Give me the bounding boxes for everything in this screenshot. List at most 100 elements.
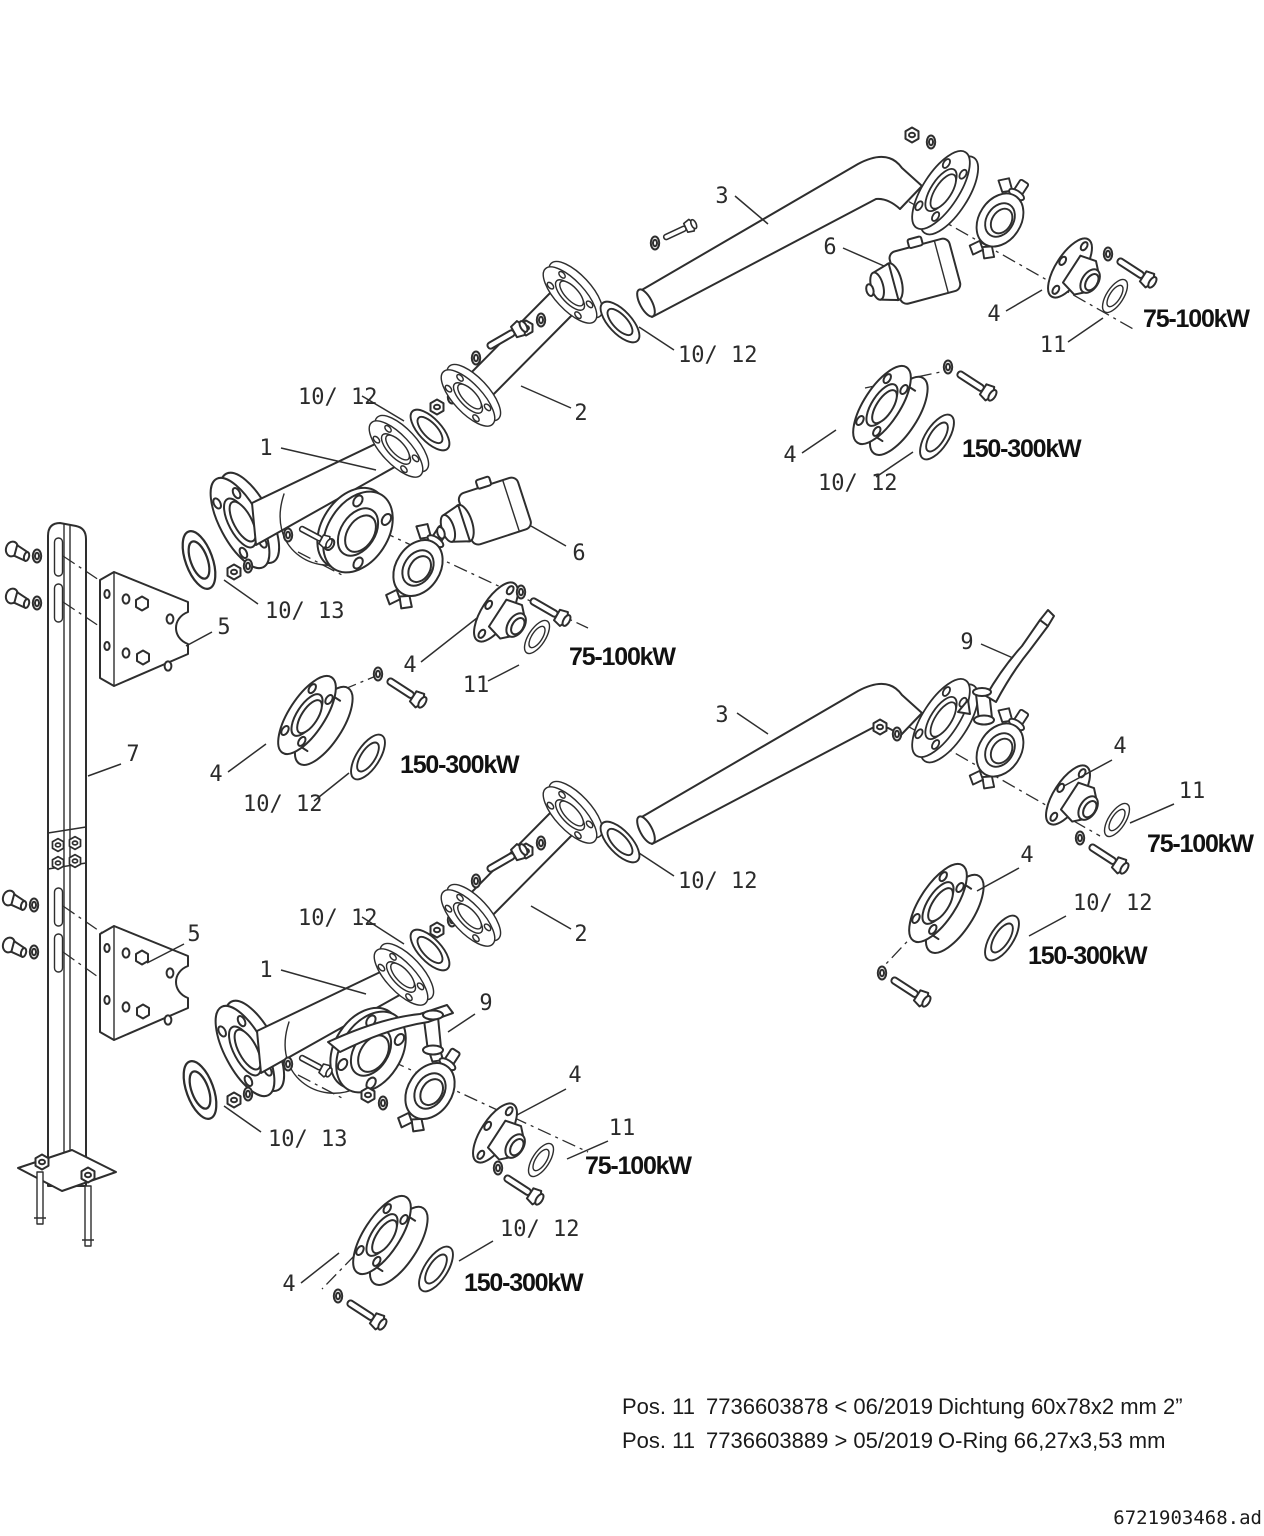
- rail-screw: [3, 586, 33, 610]
- nut: [429, 921, 445, 939]
- bolt: [886, 971, 935, 1011]
- callout-10-12: 10/ 12: [678, 343, 757, 368]
- gasket-10-13: [175, 1055, 225, 1125]
- variant-label-75-100: 75-100kW: [585, 1152, 692, 1180]
- callout-4: 4: [1113, 734, 1126, 759]
- variant-label-150-300: 150-300kW: [1028, 942, 1148, 970]
- washer: [925, 134, 937, 150]
- callout-4: 4: [987, 302, 1000, 327]
- callout-3: 3: [715, 703, 728, 728]
- callout-10-12: 10/ 12: [298, 385, 377, 410]
- washer: [332, 1288, 344, 1304]
- callout-4: 4: [1020, 843, 1033, 868]
- callout-2: 2: [574, 401, 587, 426]
- washer: [470, 350, 482, 366]
- note-desc: O-Ring 66,27x3,53 mm: [938, 1428, 1165, 1453]
- callout-6: 6: [823, 235, 836, 260]
- washer: [942, 359, 954, 375]
- base-plate-nut: [34, 1153, 50, 1171]
- rail-joint-nut: [51, 855, 65, 871]
- bolt: [952, 365, 1001, 405]
- washer: [535, 835, 547, 851]
- footer-notes: Pos. 11 7736603878 < 06/2019 Dichtung 60…: [622, 1394, 1262, 1529]
- callout-10-12: 10/ 12: [500, 1217, 579, 1242]
- washer: [28, 897, 40, 913]
- nut: [872, 718, 888, 736]
- gasket-10-12: [343, 728, 393, 786]
- washer: [372, 666, 384, 682]
- rail-base-plate: [17, 1149, 117, 1192]
- rail-screw: [0, 888, 30, 912]
- leader-lines: [87, 195, 1175, 1284]
- bolt: [382, 672, 431, 712]
- washer: [515, 584, 527, 600]
- rail-joint-nut: [68, 835, 82, 851]
- callout-1: 1: [259, 958, 272, 983]
- gasket-10-12: [912, 408, 962, 466]
- bolt: [342, 1294, 391, 1334]
- rail-bracket: [99, 571, 189, 687]
- bolt: [526, 592, 575, 630]
- actuator-motor: [855, 228, 963, 315]
- gasket-11: [1096, 274, 1134, 318]
- callout-7: 7: [126, 742, 139, 767]
- gasket-11: [522, 1138, 560, 1182]
- washer: [28, 944, 40, 960]
- gasket-10-12: [411, 1240, 461, 1298]
- callout-9: 9: [479, 991, 492, 1016]
- bolt: [660, 216, 700, 245]
- callout-4: 4: [282, 1272, 295, 1297]
- washer: [876, 965, 888, 981]
- callout-9: 9: [960, 630, 973, 655]
- bolt: [296, 1050, 335, 1080]
- callout-4: 4: [568, 1063, 581, 1088]
- washer: [282, 1056, 294, 1072]
- base-plate-nut: [80, 1166, 96, 1184]
- washer: [31, 595, 43, 611]
- variant-label-150-300: 150-300kW: [400, 751, 520, 779]
- callout-10-12: 10/ 12: [678, 869, 757, 894]
- document-id: 6721903468.ad: [1113, 1507, 1262, 1529]
- bolt: [1084, 838, 1133, 878]
- base-stud: [82, 1185, 94, 1247]
- nut: [226, 1091, 242, 1109]
- rail-screw: [0, 935, 30, 959]
- gasket-10-12: [977, 909, 1027, 967]
- note-code: 7736603878 < 06/2019: [706, 1394, 933, 1419]
- callout-5: 5: [217, 615, 230, 640]
- callout-11: 11: [463, 673, 490, 698]
- nut: [226, 563, 242, 581]
- callout-4: 4: [403, 653, 416, 678]
- callout-10-12: 10/ 12: [818, 471, 897, 496]
- washer: [535, 312, 547, 328]
- washer: [470, 873, 482, 889]
- washer: [492, 1160, 504, 1176]
- valve-handle: [327, 1004, 454, 1056]
- callout-10-12: 10/ 12: [243, 792, 322, 817]
- washer: [242, 558, 254, 574]
- rail-bracket: [99, 925, 189, 1041]
- gasket-10-13: [174, 525, 224, 595]
- callout-3: 3: [715, 184, 728, 209]
- callout-10-12: 10/ 12: [298, 906, 377, 931]
- callout-2: 2: [574, 922, 587, 947]
- note-code: 7736603889 > 05/2019: [706, 1428, 933, 1453]
- pipe-assembly-manual: [175, 609, 1136, 1334]
- note-pos: Pos. 11: [622, 1428, 695, 1453]
- nut: [429, 398, 445, 416]
- washer: [1074, 830, 1086, 846]
- callout-10-12: 10/ 12: [1073, 891, 1152, 916]
- washer: [649, 235, 661, 251]
- rail-joint-nut: [51, 837, 65, 853]
- note-pos: Pos. 11: [622, 1394, 695, 1419]
- counter-flange-150-300: [897, 854, 996, 963]
- rail-joint-nut: [68, 853, 82, 869]
- callout-6: 6: [572, 541, 585, 566]
- variant-label-75-100: 75-100kW: [1143, 305, 1250, 333]
- washer: [282, 527, 294, 543]
- callout-11: 11: [1040, 333, 1067, 358]
- counter-flange: [1036, 757, 1115, 842]
- washer: [891, 726, 903, 742]
